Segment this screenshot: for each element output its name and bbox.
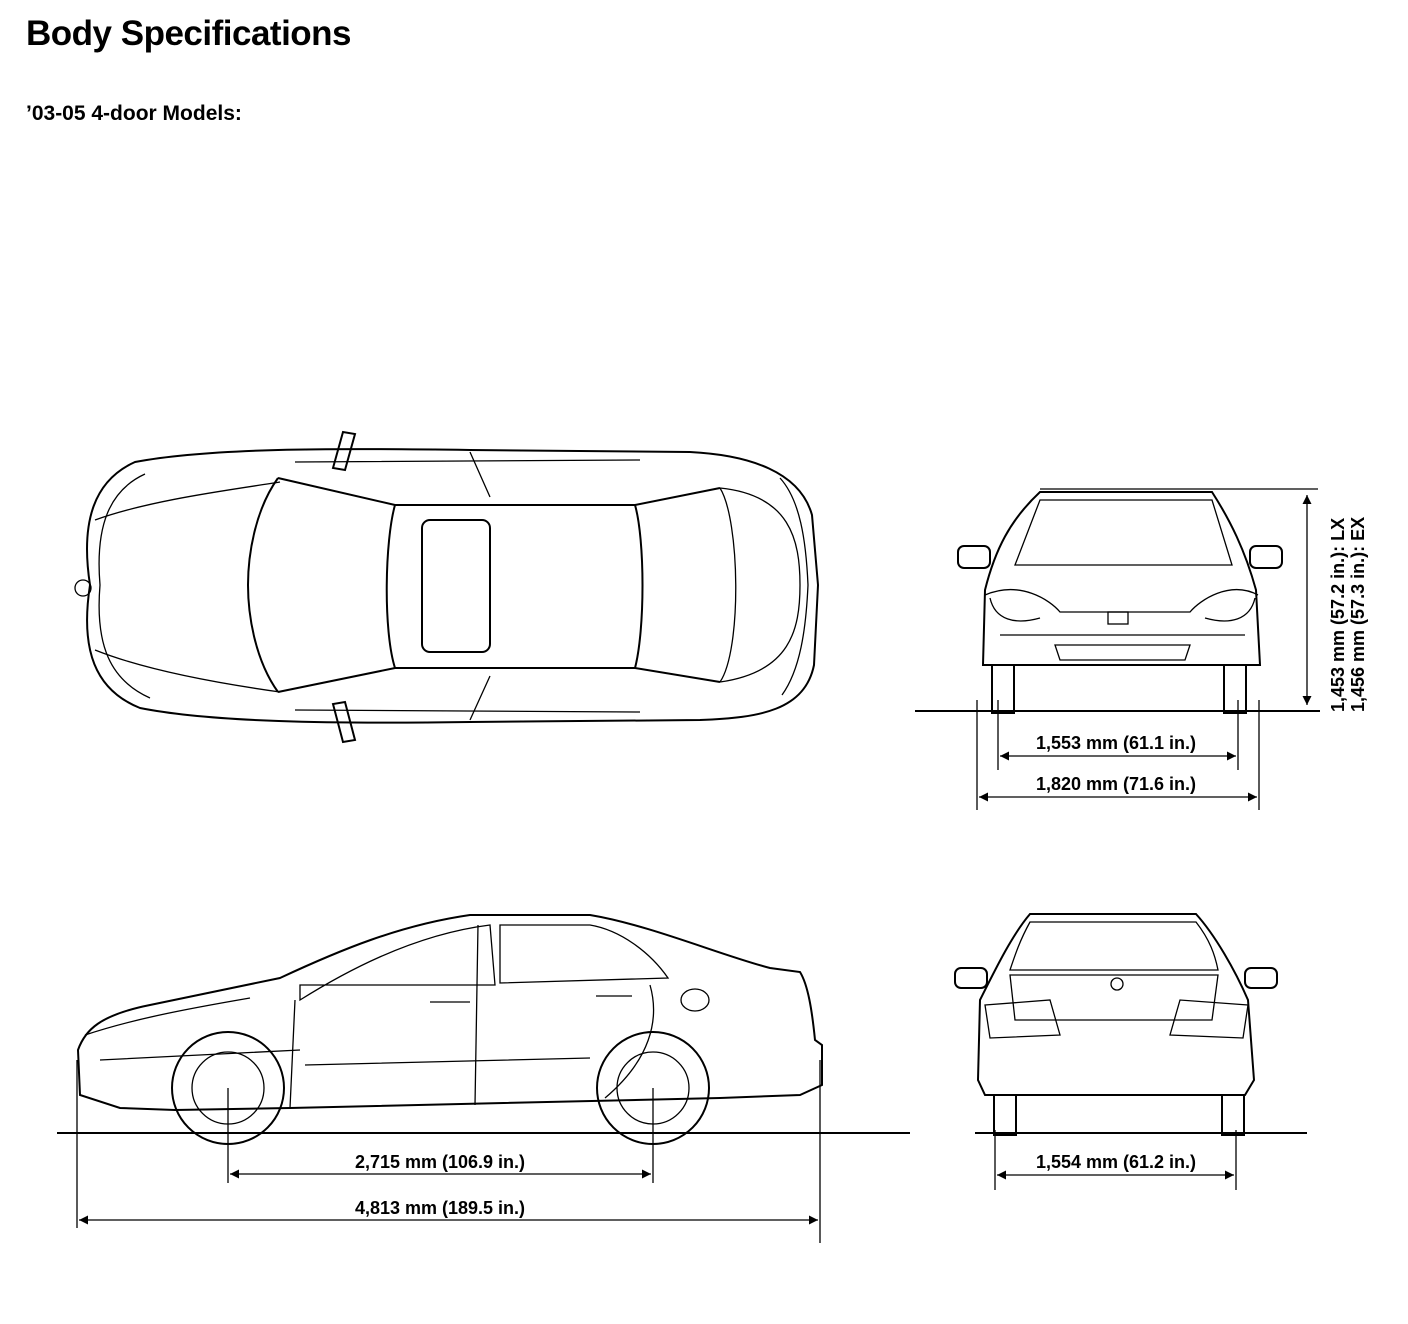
- height-ex-label: 1,456 mm (57.3 in.): EX: [1348, 517, 1368, 712]
- car-side-view: [76, 914, 823, 1145]
- overall-width-label: 1,820 mm (71.6 in.): [1036, 774, 1196, 794]
- car-rear-view: [954, 913, 1278, 1136]
- front-tread-label: 1,553 mm (61.1 in.): [1036, 733, 1196, 753]
- overall-length-label: 4,813 mm (189.5 in.): [355, 1198, 525, 1218]
- height-lx-label: 1,453 mm (57.2 in.): LX: [1328, 518, 1348, 712]
- car-front-view: [957, 491, 1283, 714]
- car-top-view: [74, 430, 820, 744]
- models-subtitle: ’03-05 4-door Models:: [26, 102, 242, 125]
- wheelbase-label: 2,715 mm (106.9 in.): [355, 1152, 525, 1172]
- rear-tread-label: 1,554 mm (61.2 in.): [1036, 1152, 1196, 1172]
- page-title: Body Specifications: [26, 14, 352, 53]
